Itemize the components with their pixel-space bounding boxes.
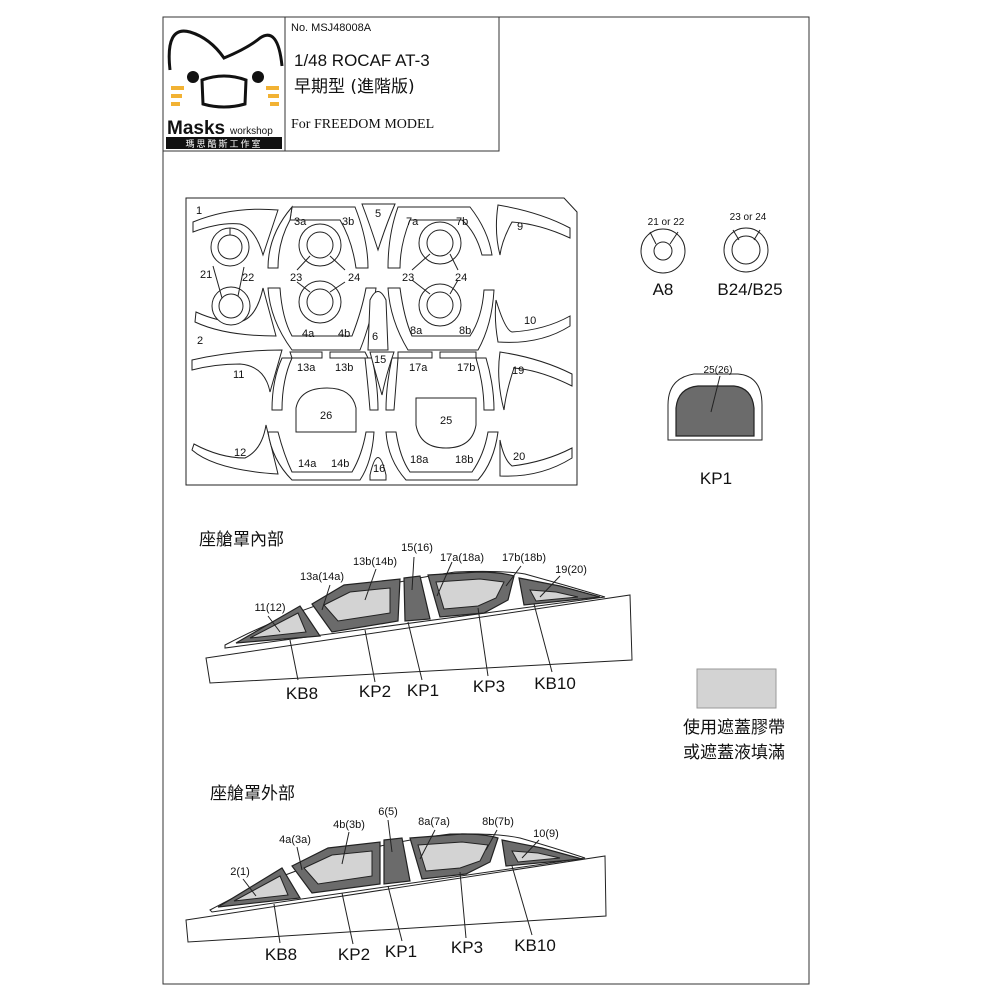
inner-callout: 11(12) xyxy=(255,602,286,614)
inner-bottom-label: KP3 xyxy=(473,677,505,696)
inner-bottom-label: KB8 xyxy=(286,684,318,703)
wheel-a8: 21 or 22 A8 xyxy=(640,217,686,299)
inner-callout: 17a(18a) xyxy=(440,552,484,564)
wheel-b24: 23 or 24 B24/B25 xyxy=(717,212,782,299)
outer-bottom-label: KP3 xyxy=(451,938,483,957)
kp1-part-number: 25(26) xyxy=(704,365,733,376)
inner-canopy-title: 座艙罩內部 xyxy=(199,530,284,550)
part-label: 24 xyxy=(455,272,467,284)
outer-callout: 8b(7b) xyxy=(482,816,514,828)
outer-callout: 6(5) xyxy=(378,806,398,818)
product-subtitle: 早期型 (進階版) xyxy=(294,77,415,97)
outer-canopy-title: 座艙罩外部 xyxy=(210,784,295,804)
brand-logo-icon xyxy=(167,29,284,109)
part-label: 4a xyxy=(302,328,315,340)
outer-callout: 8a(7a) xyxy=(418,816,450,828)
inner-canopy-diagram: 座艙罩內部 11(12) 13a(14a) 13b(14b) 15(16) xyxy=(199,530,633,703)
outer-callout: 4a(3a) xyxy=(279,834,311,846)
inner-callout: 15(16) xyxy=(401,542,433,554)
product-number: No. MSJ48008A xyxy=(291,22,372,34)
part-label: 17b xyxy=(457,362,475,374)
part-label: 24 xyxy=(348,272,360,284)
part-label: 13b xyxy=(335,362,353,374)
part-label: 17a xyxy=(409,362,428,374)
part-label: 1 xyxy=(196,205,202,217)
inner-callout: 19(20) xyxy=(555,564,587,576)
part-label: 14b xyxy=(331,458,349,470)
inner-callout: 13b(14b) xyxy=(353,556,397,568)
part-label: 26 xyxy=(320,410,332,422)
inner-bottom-label: KP1 xyxy=(407,681,439,700)
outer-callout: 10(9) xyxy=(533,828,559,840)
part-label: 23 xyxy=(290,272,302,284)
part-label: 9 xyxy=(517,221,523,233)
part-label: 15 xyxy=(374,354,386,366)
inner-callout: 13a(14a) xyxy=(300,571,344,583)
kp1-label: KP1 xyxy=(700,469,732,488)
legend: 使用遮蓋膠帶 或遮蓋液填滿 xyxy=(683,668,785,763)
part-label: 7b xyxy=(456,216,468,228)
b24-part-numbers: 23 or 24 xyxy=(730,212,767,223)
wheel-masks-on-sheet xyxy=(210,221,462,327)
outer-bottom-label: KB8 xyxy=(265,945,297,964)
outer-callout: 4b(3b) xyxy=(333,819,365,831)
inner-bottom-label: KB10 xyxy=(534,674,576,693)
part-label: 6 xyxy=(372,331,378,343)
part-label: 20 xyxy=(513,451,525,463)
outer-bottom-label: KP2 xyxy=(338,945,370,964)
part-label: 21 xyxy=(200,269,212,281)
part-label: 19 xyxy=(512,365,524,377)
b24-label: B24/B25 xyxy=(717,280,782,299)
header-box xyxy=(162,16,500,152)
outer-canopy-diagram: 座艙罩外部 2(1) 4a(3a) 4b(3b) 6(5) 8a(7a) xyxy=(185,784,607,964)
outer-bottom-label: KB10 xyxy=(514,936,556,955)
part-label: 13a xyxy=(297,362,316,374)
part-label: 2 xyxy=(197,335,203,347)
outer-callout: 2(1) xyxy=(230,866,250,878)
brand-name: Masks xyxy=(167,118,225,139)
a8-part-numbers: 21 or 22 xyxy=(648,217,685,228)
mask-sheet: 1 2 3a 3b 5 7a 7b 9 21 22 23 24 23 24 4a… xyxy=(185,197,578,486)
outer-bottom-label: KP1 xyxy=(385,942,417,961)
part-label: 18a xyxy=(410,454,429,466)
part-label: 14a xyxy=(298,458,317,470)
legend-line-2: 或遮蓋液填滿 xyxy=(683,743,785,763)
part-label: 25 xyxy=(440,415,452,427)
part-label: 12 xyxy=(234,447,246,459)
part-label: 7a xyxy=(406,216,419,228)
part-label: 18b xyxy=(455,454,473,466)
part-label: 3b xyxy=(342,216,354,228)
product-title: 1/48 ROCAF AT-3 xyxy=(294,51,430,70)
kp1-part: 25(26) KP1 xyxy=(667,365,763,488)
sheet-labels: 1 2 3a 3b 5 7a 7b 9 21 22 23 24 23 24 4a… xyxy=(196,205,536,475)
part-label: 23 xyxy=(402,272,414,284)
part-label: 8b xyxy=(459,325,471,337)
part-label: 4b xyxy=(338,328,350,340)
inner-callout: 17b(18b) xyxy=(502,552,546,564)
brand-chinese: 瑪思酷斯工作室 xyxy=(185,138,262,150)
part-label: 11 xyxy=(233,369,244,381)
header: Masks workshop 瑪思酷斯工作室 No. MSJ48008A 1/4… xyxy=(162,16,500,152)
part-label: 3a xyxy=(294,216,307,228)
part-label: 22 xyxy=(242,272,254,284)
legend-line-1: 使用遮蓋膠帶 xyxy=(683,717,785,738)
part-label: 5 xyxy=(375,208,381,220)
part-label: 8a xyxy=(410,325,423,337)
part-label: 16 xyxy=(373,463,385,475)
legend-swatch xyxy=(696,668,777,709)
brand-sub: workshop xyxy=(229,126,273,137)
a8-label: A8 xyxy=(653,280,674,299)
inner-bottom-label: KP2 xyxy=(359,682,391,701)
part-label: 10 xyxy=(524,315,536,327)
product-for: For FREEDOM MODEL xyxy=(291,117,434,132)
